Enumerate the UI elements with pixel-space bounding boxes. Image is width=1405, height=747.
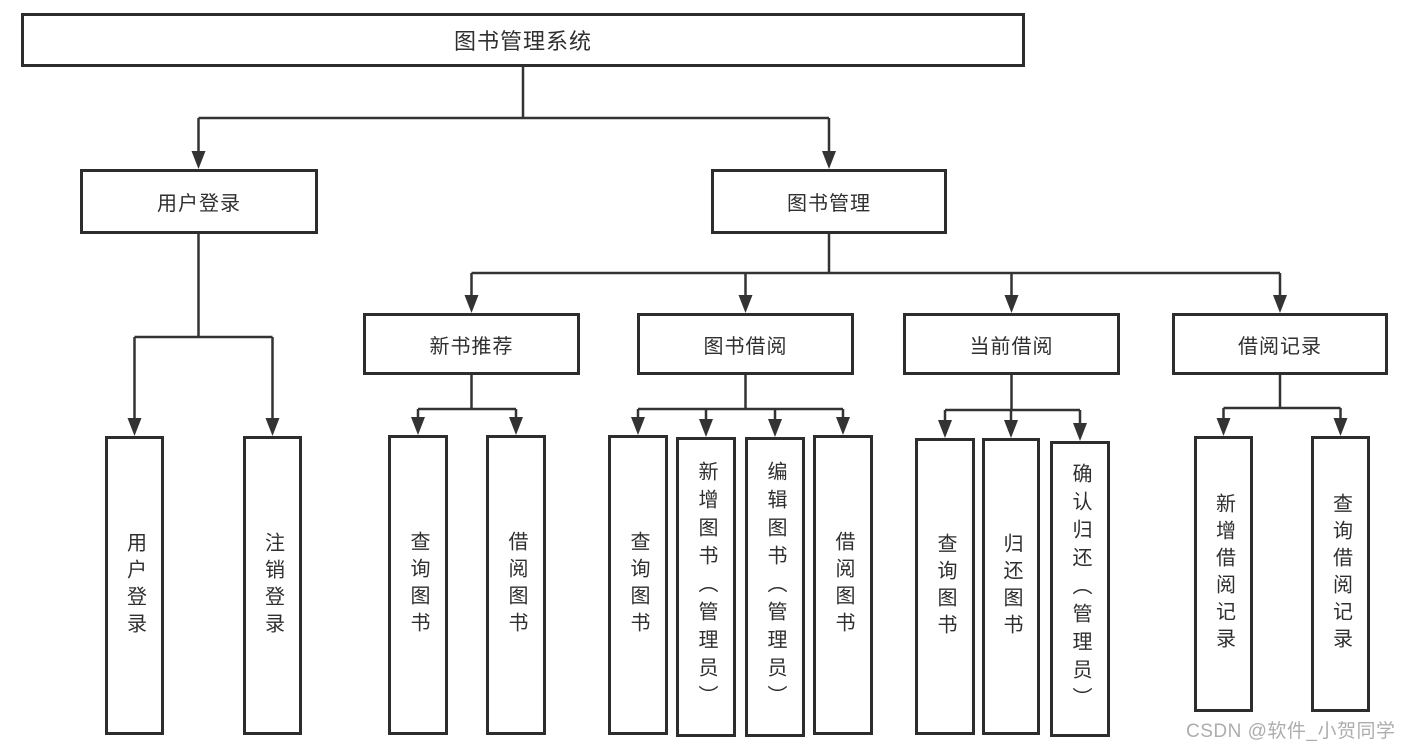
node-user-login: 用户登录 xyxy=(80,169,318,234)
node-library-management-system: 图书管理系统 xyxy=(21,13,1025,67)
node-borrow-books-b: 借阅图书 xyxy=(813,435,873,735)
node-borrowing-records: 借阅记录 xyxy=(1172,313,1388,375)
node-borrow-books-a: 借阅图书 xyxy=(486,435,546,735)
arrowheads xyxy=(127,151,1348,441)
node-confirm-return-admin: 确认归还（管理员） xyxy=(1050,441,1110,737)
node-current-borrowing: 当前借阅 xyxy=(903,313,1120,375)
node-return-books: 归还图书 xyxy=(982,438,1040,735)
node-add-borrow-record: 新增借阅记录 xyxy=(1194,436,1253,712)
node-add-books-admin: 新增图书（管理员） xyxy=(676,437,736,737)
node-book-management: 图书管理 xyxy=(711,169,947,234)
node-query-books-c: 查询图书 xyxy=(915,438,975,735)
node-query-books-b: 查询图书 xyxy=(608,435,668,735)
node-edit-books-admin: 编辑图书（管理员） xyxy=(745,437,805,737)
node-query-books-a: 查询图书 xyxy=(388,435,448,735)
node-query-borrow-record: 查询借阅记录 xyxy=(1311,436,1370,712)
node-user-login-leaf: 用户登录 xyxy=(105,436,164,735)
node-logout: 注销登录 xyxy=(243,436,302,735)
node-book-borrowing: 图书借阅 xyxy=(637,313,854,375)
node-new-book-recommendation: 新书推荐 xyxy=(363,313,580,375)
csdn-watermark: CSDN @软件_小贺同学 xyxy=(1186,721,1396,742)
